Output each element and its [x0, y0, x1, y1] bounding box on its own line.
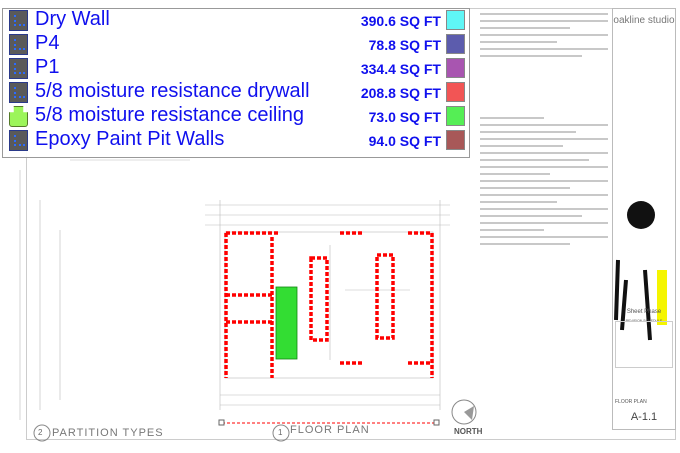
- floor-plan-title: FLOOR PLAN: [290, 424, 370, 436]
- legend-quantity: 390.6 SQ FT: [360, 13, 441, 29]
- pit-wall-takeoff-2: [375, 253, 395, 340]
- legend-quantity: 94.0 SQ FT: [368, 133, 441, 149]
- color-swatch[interactable]: [446, 130, 465, 150]
- sheet-number: A-1.1: [630, 411, 658, 423]
- legend-name: Dry Wall: [35, 8, 110, 30]
- title-block: oakline studio Sheet Phase REVISION SCHE…: [612, 8, 676, 430]
- perimeter-wall-takeoff: [224, 231, 434, 378]
- sheet-phase: Sheet Phase: [626, 309, 662, 315]
- general-notes: [480, 8, 608, 250]
- dimension-handle-left: [218, 419, 225, 426]
- wall-takeoff-lines: [224, 231, 434, 378]
- partition-number: 2: [38, 428, 43, 437]
- area-takeoff-icon: [9, 106, 28, 127]
- legend-name: 5/8 moisture resistance ceiling: [35, 104, 305, 126]
- legend-quantity: 208.8 SQ FT: [360, 85, 441, 101]
- linear-takeoff-icon: [9, 82, 28, 103]
- legend-name: Epoxy Paint Pit Walls: [35, 128, 225, 150]
- revision-table: [615, 321, 673, 368]
- signature-scribble: [627, 201, 655, 229]
- takeoff-legend[interactable]: Dry Wall 390.6 SQ FT P4 78.8 SQ FT P1 33…: [2, 8, 470, 158]
- north-arrow-fill: [464, 406, 474, 420]
- plan-linework: [19, 159, 450, 420]
- legend-name: P1: [35, 56, 60, 78]
- linear-takeoff-icon: [9, 58, 28, 79]
- legend-item-moisture-drywall[interactable]: 5/8 moisture resistance drywall 208.8 SQ…: [7, 80, 465, 105]
- color-swatch[interactable]: [446, 58, 465, 78]
- north-arrow-icon: [451, 399, 477, 425]
- partition-types-title: PARTITION TYPES: [52, 427, 164, 439]
- legend-quantity: 78.8 SQ FT: [368, 37, 441, 53]
- legend-item-moisture-ceiling[interactable]: 5/8 moisture resistance ceiling 73.0 SQ …: [7, 104, 465, 129]
- studio-logo: oakline studio: [613, 15, 675, 26]
- legend-item-p4[interactable]: P4 78.8 SQ FT: [7, 32, 465, 57]
- plan-title-marker: [272, 424, 290, 442]
- legend-quantity: 334.4 SQ FT: [360, 61, 441, 77]
- linear-takeoff-icon: [9, 10, 28, 31]
- legend-item-p1[interactable]: P1 334.4 SQ FT: [7, 56, 465, 81]
- color-swatch[interactable]: [446, 106, 465, 126]
- dimension-handle-right: [433, 419, 440, 426]
- color-swatch[interactable]: [446, 34, 465, 54]
- highlight-mark: [657, 270, 667, 325]
- legend-item-dry-wall[interactable]: Dry Wall 390.6 SQ FT: [7, 8, 465, 33]
- legend-name: 5/8 moisture resistance drywall: [35, 80, 310, 102]
- ceiling-area-polygon: [275, 286, 298, 360]
- sheet-name: FLOOR PLAN: [615, 399, 647, 405]
- legend-name: P4: [35, 32, 60, 54]
- partition-title-marker: [33, 424, 51, 442]
- linear-takeoff-icon: [9, 130, 28, 151]
- legend-quantity: 73.0 SQ FT: [368, 109, 441, 125]
- linear-takeoff-icon: [9, 34, 28, 55]
- plan-number: 1: [278, 428, 283, 437]
- color-swatch[interactable]: [446, 82, 465, 102]
- legend-item-epoxy-pit-walls[interactable]: Epoxy Paint Pit Walls 94.0 SQ FT: [7, 128, 465, 153]
- pit-wall-takeoff-1: [309, 256, 329, 342]
- ceiling-area-takeoff: [275, 286, 298, 360]
- color-swatch[interactable]: [446, 10, 465, 30]
- north-label: NORTH: [454, 427, 483, 436]
